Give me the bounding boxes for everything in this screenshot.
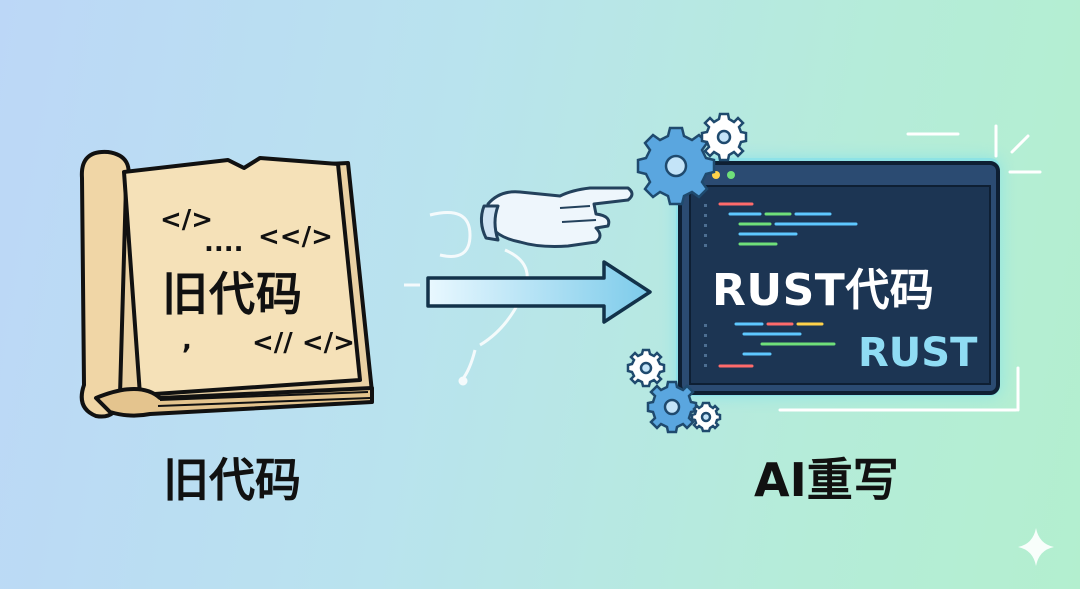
robot-hand-icon bbox=[481, 188, 632, 247]
screen-title: RUST代码 bbox=[712, 254, 934, 318]
sparkle-icon bbox=[1018, 528, 1054, 566]
arrow-icon bbox=[428, 262, 650, 322]
code-symbol: <// </> bbox=[252, 328, 355, 358]
caption-left: 旧代码 bbox=[163, 444, 301, 510]
code-symbol: .... bbox=[204, 228, 244, 258]
code-symbol: , bbox=[182, 326, 192, 356]
caption-right: AI重写 bbox=[754, 444, 899, 510]
screen-subtitle: RUST bbox=[858, 330, 977, 376]
book-title: 旧代码 bbox=[162, 258, 303, 324]
code-symbol: <</> bbox=[258, 222, 333, 252]
